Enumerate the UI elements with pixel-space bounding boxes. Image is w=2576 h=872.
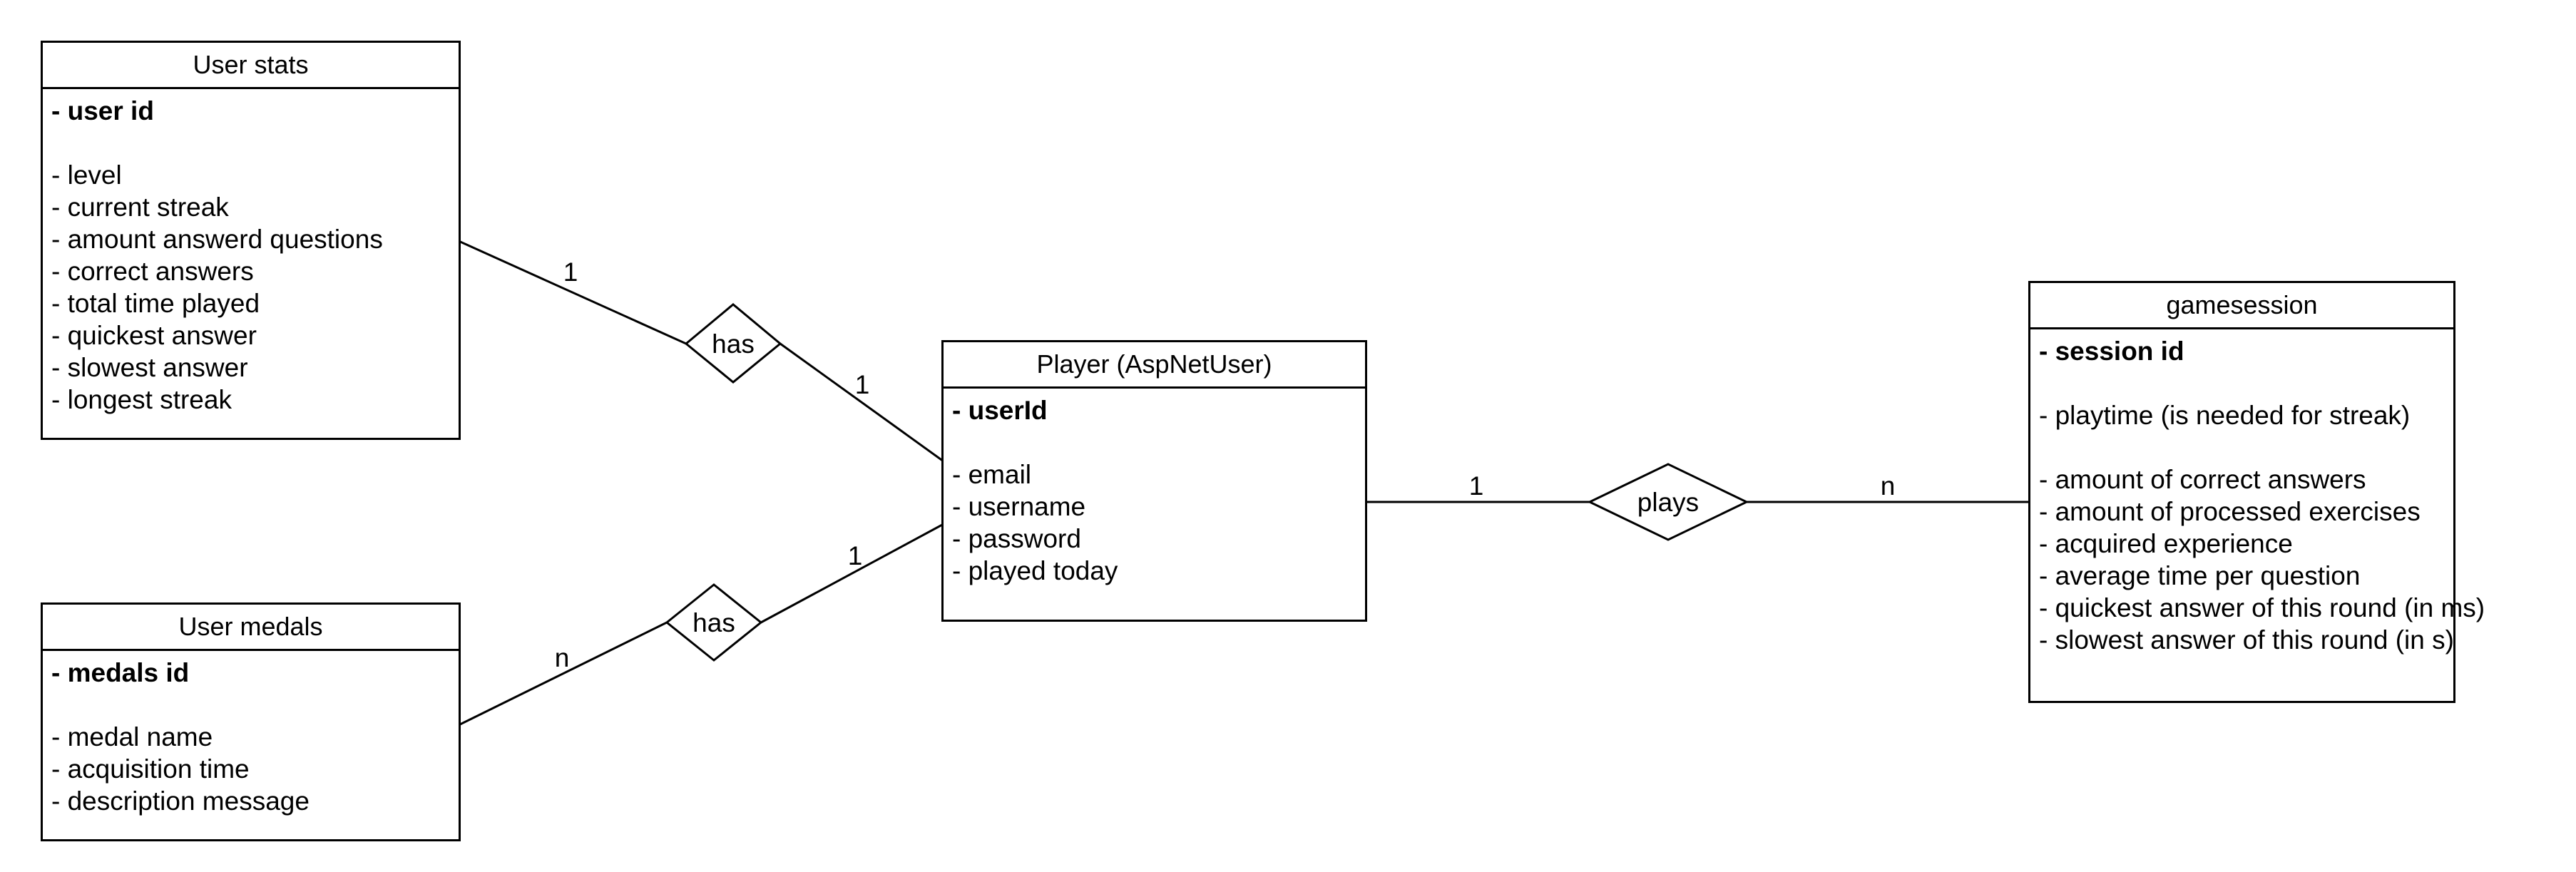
attribute: - longest streak xyxy=(51,385,232,414)
entity-title: User stats xyxy=(43,43,459,89)
primary-key-attribute: - session id xyxy=(2039,337,2184,366)
attribute: - slowest answer of this round (in s) xyxy=(2039,625,2454,655)
entity-user-stats: User stats - user id - level - current s… xyxy=(41,41,461,440)
entity-title: gamesession xyxy=(2030,283,2453,329)
entity-title: Player (AspNetUser) xyxy=(944,342,1365,389)
attribute-spacer xyxy=(2039,367,2453,399)
attribute: - amount of processed exercises xyxy=(2039,497,2421,526)
attribute: - username xyxy=(952,492,1086,521)
attribute: - acquisition time xyxy=(51,754,250,784)
attribute: - correct answers xyxy=(51,257,254,286)
entity-attributes: - userId - email - username - password -… xyxy=(944,389,1365,587)
attribute-spacer xyxy=(952,426,1365,458)
card-player-plays: 1 xyxy=(1469,471,1484,501)
card-usermedals-has: n xyxy=(555,643,570,672)
connector-usermedals-has xyxy=(458,621,668,727)
entity-gamesession: gamesession - session id - playtime (is … xyxy=(2028,281,2485,703)
primary-key-attribute: - medals id xyxy=(51,658,190,687)
card-plays-gamesession: n xyxy=(1881,471,1896,501)
relationship-plays-diamond xyxy=(1587,463,1749,541)
attribute: - playtime (is needed for streak) xyxy=(2039,401,2411,430)
card-has-player-stats: 1 xyxy=(855,370,870,399)
primary-key-attribute: - user id xyxy=(51,96,154,125)
attribute: - total time played xyxy=(51,289,260,318)
primary-key-attribute: - userId xyxy=(952,396,1048,425)
attribute-spacer xyxy=(51,689,459,721)
attribute-spacer xyxy=(2039,431,2453,463)
entity-attributes: - user id - level - current streak - amo… xyxy=(43,89,459,416)
entity-player: Player (AspNetUser) - userId - email - u… xyxy=(941,340,1367,622)
attribute: - password xyxy=(952,524,1081,553)
attribute: - slowest answer xyxy=(51,353,248,382)
connector-has-player xyxy=(780,342,944,463)
relationship-has-medals-diamond xyxy=(665,583,763,662)
entity-user-medals: User medals - medals id - medal name - a… xyxy=(41,602,461,841)
relationship-has-stats-label: has xyxy=(712,329,755,359)
attribute: - amount answerd questions xyxy=(51,225,383,254)
attribute: - current streak xyxy=(51,193,229,222)
attribute: - email xyxy=(952,460,1032,489)
relationship-has-medals-label: has xyxy=(692,608,735,637)
attribute: - quickest answer xyxy=(51,321,257,350)
attribute: - played today xyxy=(952,556,1118,585)
attribute: - amount of correct answers xyxy=(2039,465,2366,494)
attribute: - average time per question xyxy=(2039,561,2361,590)
attribute: - acquired experience xyxy=(2039,529,2293,558)
attribute-spacer xyxy=(51,127,459,159)
attribute: - level xyxy=(51,160,122,190)
attribute: - medal name xyxy=(51,722,213,752)
relationship-plays-label: plays xyxy=(1637,488,1699,517)
connector-has2-player xyxy=(760,523,944,624)
relationship-has-stats-diamond xyxy=(684,303,782,384)
connector-userstats-has xyxy=(458,240,687,345)
attribute: - description message xyxy=(51,786,310,816)
attribute: - quickest answer of this round (in ms) xyxy=(2039,593,2485,622)
card-userstats-has: 1 xyxy=(563,257,578,287)
entity-attributes: - session id - playtime (is needed for s… xyxy=(2030,329,2485,656)
entity-attributes: - medals id - medal name - acquisition t… xyxy=(43,651,459,817)
card-has-player-medals: 1 xyxy=(848,541,863,570)
entity-title: User medals xyxy=(43,605,459,651)
